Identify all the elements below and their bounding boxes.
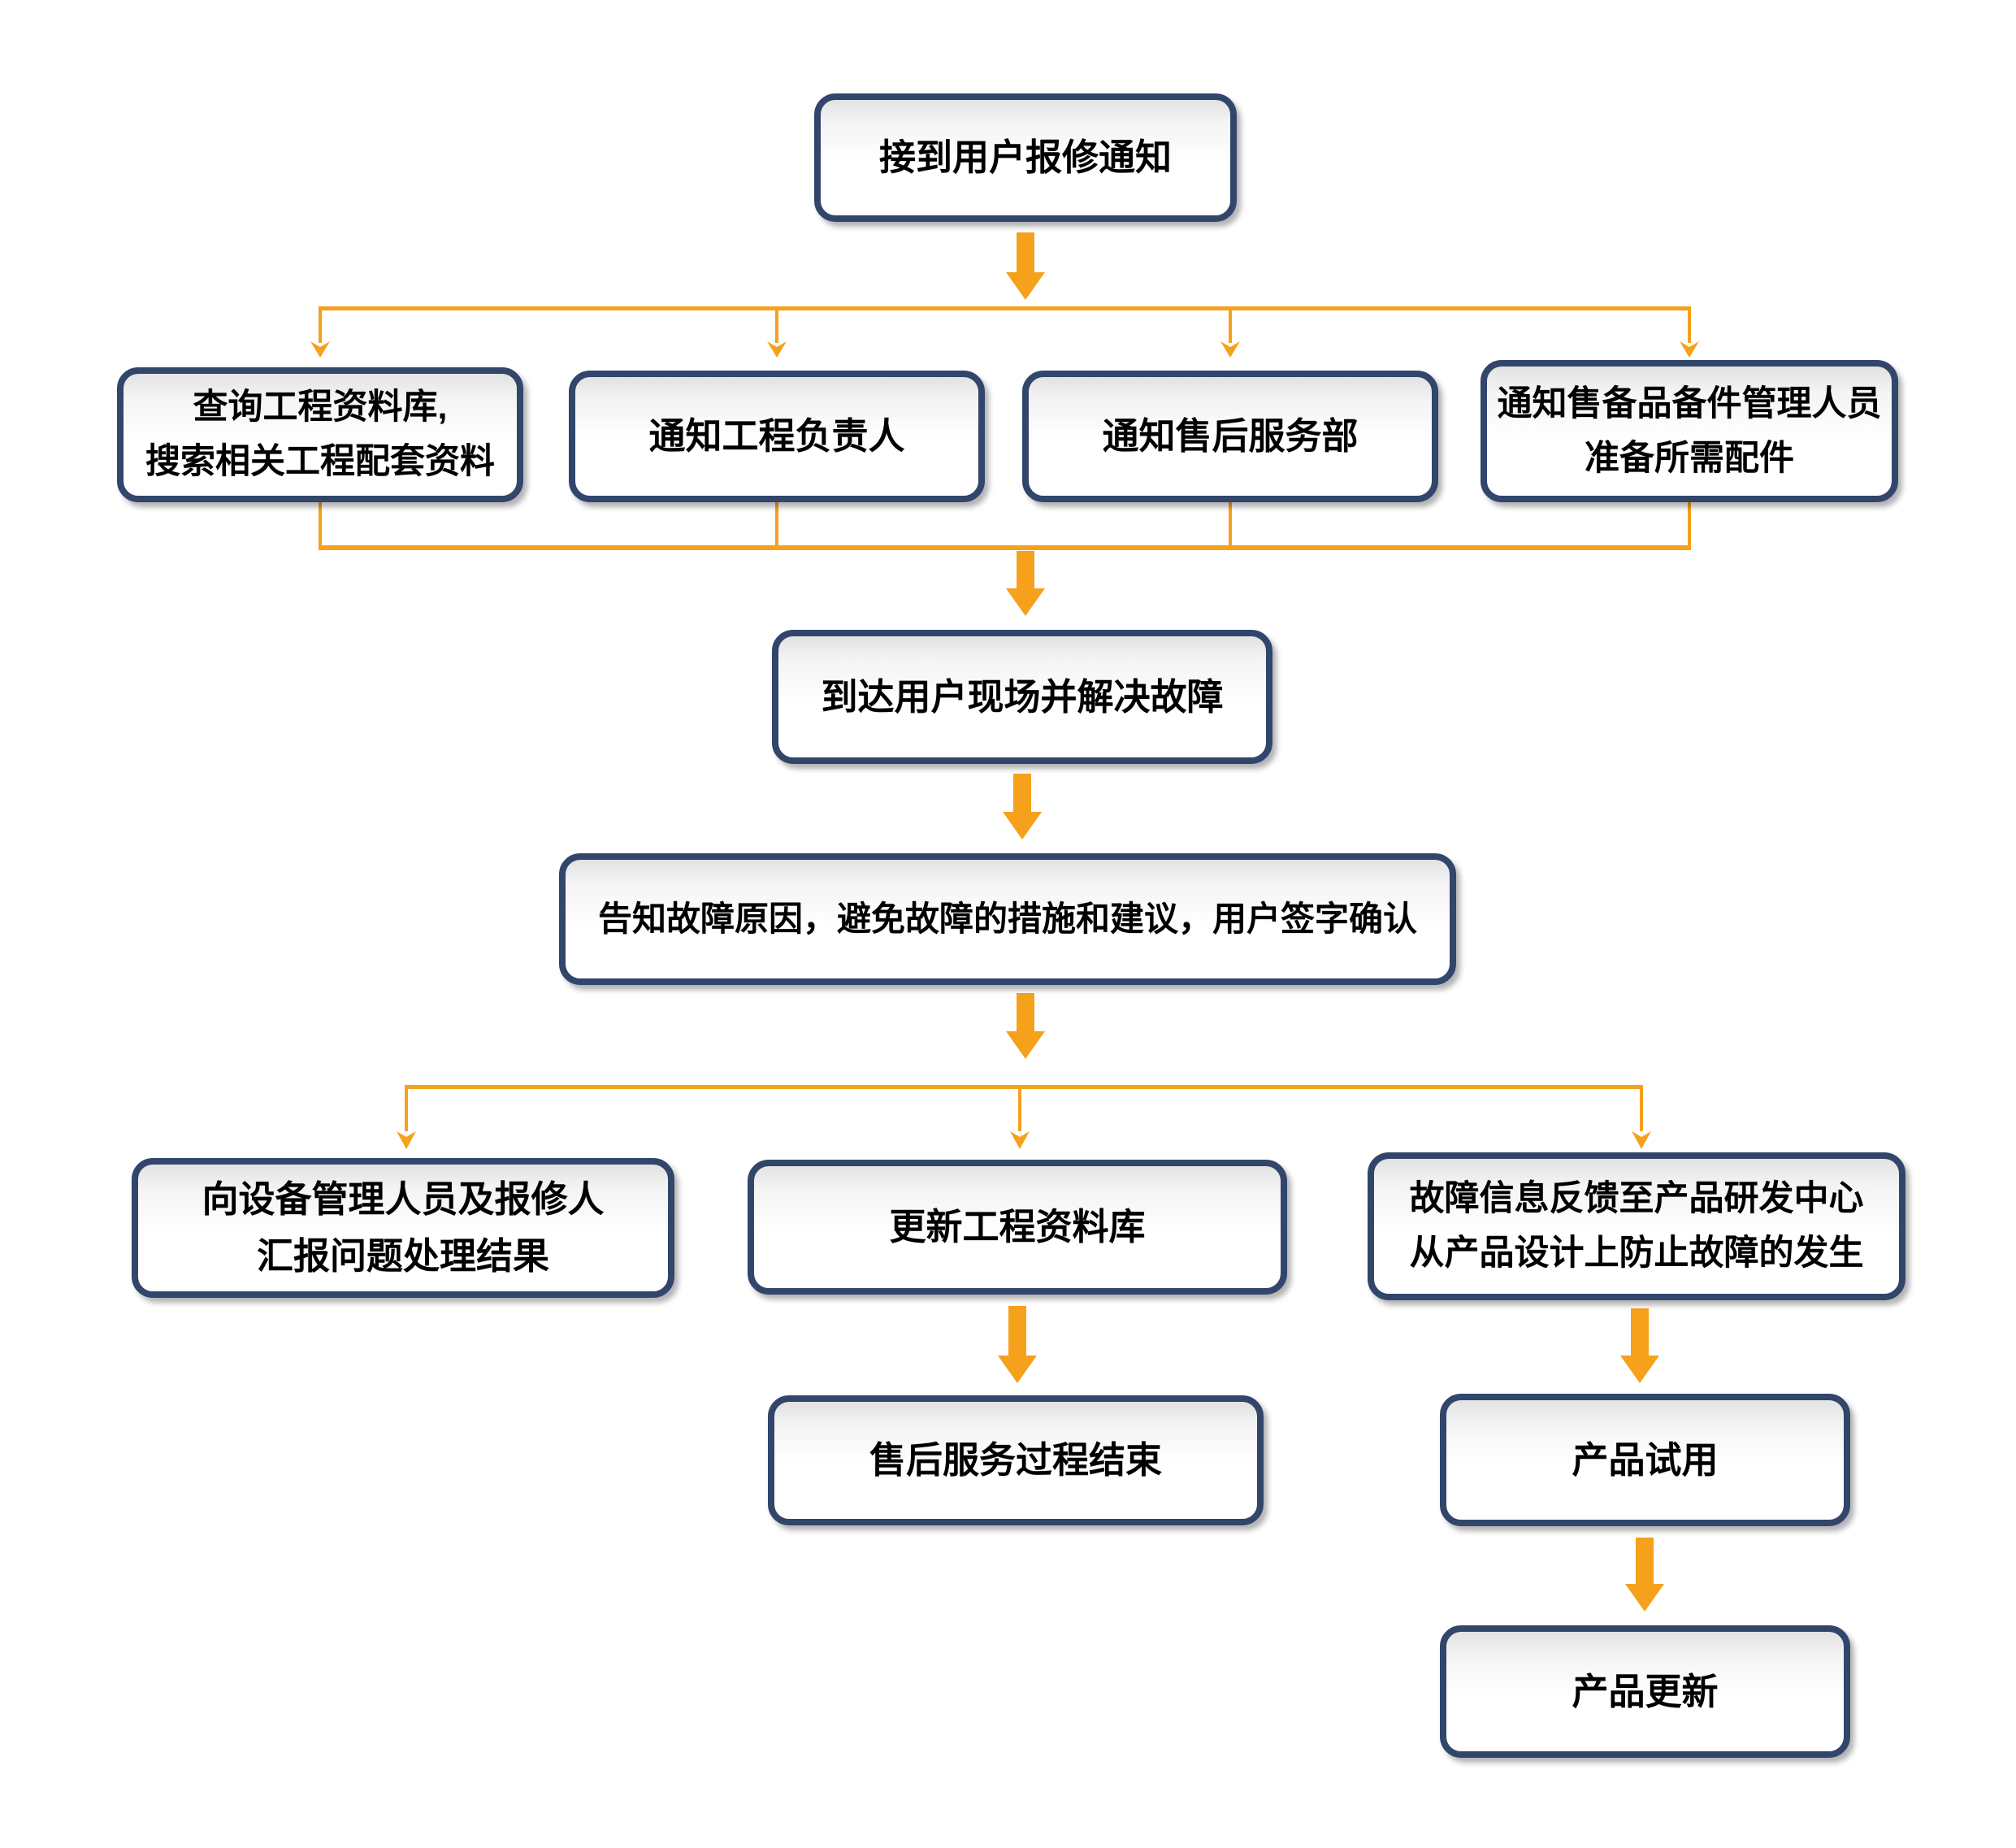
node-notify-parts-manager: 通知售备品备件管理人员 准备所需配件	[1481, 360, 1898, 502]
node-service-end: 售后服务过程结束	[768, 1395, 1264, 1525]
thick-arrow-update-to-end	[998, 1306, 1037, 1383]
merge-line-vertical-2	[775, 502, 778, 548]
node-inform-and-sign: 告知故障原因，避免故障的措施和建议，用户签字确认	[559, 853, 1456, 985]
node-arrive-and-fix: 到达用户现场并解决故障	[772, 630, 1272, 764]
branch1-drop-arrowhead-1	[310, 341, 330, 358]
branch1-drop-arrowhead-2	[767, 341, 787, 358]
node-notify-service-dept: 通知售后服务部	[1022, 371, 1438, 502]
thick-arrow-feedback-to-trial	[1620, 1308, 1659, 1383]
branch1-drop-arrowhead-4	[1680, 341, 1699, 358]
node-product-update-label: 产品更新	[1572, 1670, 1719, 1712]
branch2-drop-arrowhead-1	[397, 1131, 416, 1149]
branch1-drop-line-3	[1229, 308, 1232, 343]
node-feedback-rd: 故障信息反馈至产品研发中心 从产品设计上防止故障的发生	[1368, 1152, 1905, 1300]
node-query-database: 查询工程资料库, 搜索相关工程配套资料	[117, 367, 523, 502]
node-receive-notice: 接到用户报修通知	[814, 93, 1237, 222]
merge-line-vertical-1	[319, 502, 322, 548]
branch2-drop-line-2	[1018, 1087, 1021, 1131]
node-report-results: 向设备管理人员及报修人 汇报问题处理结果	[132, 1158, 674, 1298]
node-service-end-label: 售后服务过程结束	[869, 1439, 1162, 1481]
branch2-drop-line-3	[1640, 1087, 1643, 1131]
node-product-trial-label: 产品试用	[1572, 1438, 1719, 1481]
node-query-database-label: 查询工程资料库, 搜索相关工程配套资料	[145, 388, 495, 481]
thick-arrow-inform-to-branch	[1006, 993, 1045, 1059]
node-update-database: 更新工程资料库	[748, 1160, 1287, 1295]
branch2-drop-arrowhead-2	[1010, 1131, 1030, 1149]
branch1-drop-line-2	[775, 308, 778, 343]
thick-arrow-receive-to-branch	[1006, 232, 1045, 300]
branch1-drop-line-4	[1688, 308, 1691, 343]
node-notify-parts-manager-label: 通知售备品备件管理人员 准备所需配件	[1497, 384, 1882, 478]
merge-line-vertical-3	[1229, 502, 1232, 548]
branch2-drop-arrowhead-3	[1632, 1131, 1651, 1149]
node-arrive-and-fix-label: 到达用户现场并解决故障	[821, 675, 1224, 718]
branch1-drop-line-1	[319, 308, 322, 343]
node-product-update: 产品更新	[1440, 1625, 1850, 1758]
branch-line-1	[319, 306, 1691, 310]
merge-line-horizontal	[319, 545, 1691, 550]
node-product-trial: 产品试用	[1440, 1394, 1850, 1526]
thick-arrow-trial-to-update	[1625, 1538, 1664, 1612]
node-notify-engineer: 通知工程负责人	[569, 371, 985, 502]
node-notify-engineer-label: 通知工程负责人	[648, 415, 905, 458]
node-report-results-label: 向设备管理人员及报修人 汇报问题处理结果	[202, 1178, 605, 1277]
branch1-drop-arrowhead-3	[1220, 341, 1240, 358]
node-notify-service-dept-label: 通知售后服务部	[1102, 415, 1359, 458]
branch2-drop-line-1	[405, 1087, 408, 1131]
node-feedback-rd-label: 故障信息反馈至产品研发中心 从产品设计上防止故障的发生	[1409, 1179, 1864, 1273]
node-update-database-label: 更新工程资料库	[889, 1206, 1146, 1248]
merge-line-vertical-4	[1688, 502, 1691, 548]
thick-arrow-merge-to-arrive	[1006, 551, 1045, 616]
node-receive-notice-label: 接到用户报修通知	[878, 137, 1172, 179]
node-inform-and-sign-label: 告知故障原因，避免故障的措施和建议，用户签字确认	[597, 899, 1417, 938]
branch-line-2	[405, 1085, 1643, 1089]
thick-arrow-arrive-to-inform	[1003, 774, 1042, 839]
